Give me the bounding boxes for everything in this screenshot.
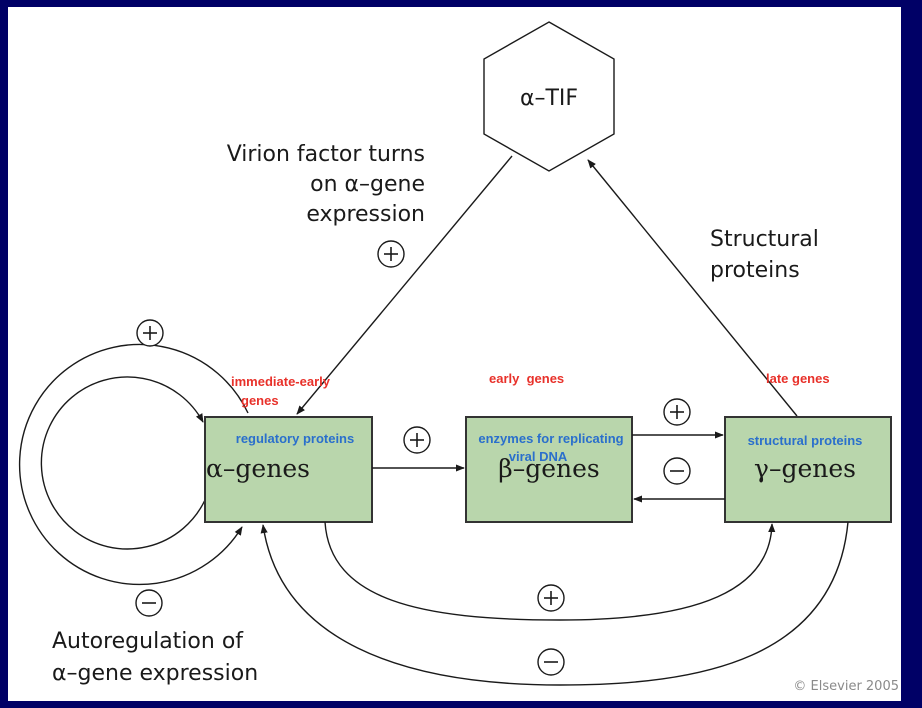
- plus-sign-icon: [377, 240, 405, 268]
- autoregulation-outer-loop: [18, 343, 249, 586]
- annotation-line: expression: [306, 202, 425, 227]
- gamma-class-label: late genes: [766, 371, 830, 386]
- virion-factor-annotation: Virion factor turns on α–gene expression: [227, 142, 425, 227]
- plus-sign-icon: [403, 426, 431, 454]
- diagram-frame: α–TIF Virion factor turns on α–gene expr…: [8, 7, 901, 701]
- alpha-product-label: regulatory proteins: [236, 431, 354, 446]
- structural-proteins-annotation: Structural proteins: [710, 227, 819, 283]
- alpha-tif-hexagon: α–TIF: [483, 21, 615, 172]
- virion-factor-arrow: [296, 155, 513, 415]
- annotation-line: proteins: [710, 258, 800, 283]
- plus-sign-icon: [663, 398, 691, 426]
- gamma-product-label: structural proteins: [748, 433, 863, 448]
- gamma-genes-label: γ–genes: [754, 454, 856, 483]
- beta-genes-label: β–genes: [498, 454, 599, 483]
- autoregulation-annotation: Autoregulation of α–gene expression: [52, 629, 258, 686]
- plus-sign-icon: [537, 584, 565, 612]
- alpha-genes-label: α–genes: [206, 454, 310, 483]
- annotation-line: on α–gene: [310, 172, 425, 197]
- structural-proteins-arrow: [587, 159, 798, 417]
- alpha-to-gamma-arc: [324, 521, 776, 621]
- gamma-genes-box: γ–genes structural proteins: [724, 416, 892, 523]
- gamma-to-alpha-arc: [260, 521, 849, 686]
- beta-class-label: early genes: [489, 371, 564, 386]
- beta-genes-box: β–genes enzymes for replicating viral DN…: [465, 416, 633, 523]
- alpha-class-label: immediate-early: [231, 374, 331, 389]
- minus-sign-icon: [663, 457, 691, 485]
- alpha-class-label: genes: [241, 393, 279, 408]
- annotation-line: Structural: [710, 227, 819, 252]
- copyright-label: © Elsevier 2005: [793, 679, 899, 694]
- minus-sign-icon: [537, 648, 565, 676]
- autoregulation-inner-loop: [40, 376, 206, 550]
- minus-sign-icon: [135, 589, 163, 617]
- gene-cascade-diagram: α–TIF Virion factor turns on α–gene expr…: [18, 21, 899, 694]
- annotation-line: Autoregulation of: [52, 629, 244, 654]
- beta-product-label: viral DNA: [509, 449, 568, 464]
- annotation-line: α–gene expression: [52, 661, 258, 686]
- alpha-tif-label: α–TIF: [520, 86, 578, 111]
- plus-sign-icon: [136, 319, 164, 347]
- alpha-genes-box: α–genes regulatory proteins: [204, 416, 373, 523]
- annotation-line: Virion factor turns: [227, 142, 425, 167]
- beta-product-label: enzymes for replicating: [478, 431, 623, 446]
